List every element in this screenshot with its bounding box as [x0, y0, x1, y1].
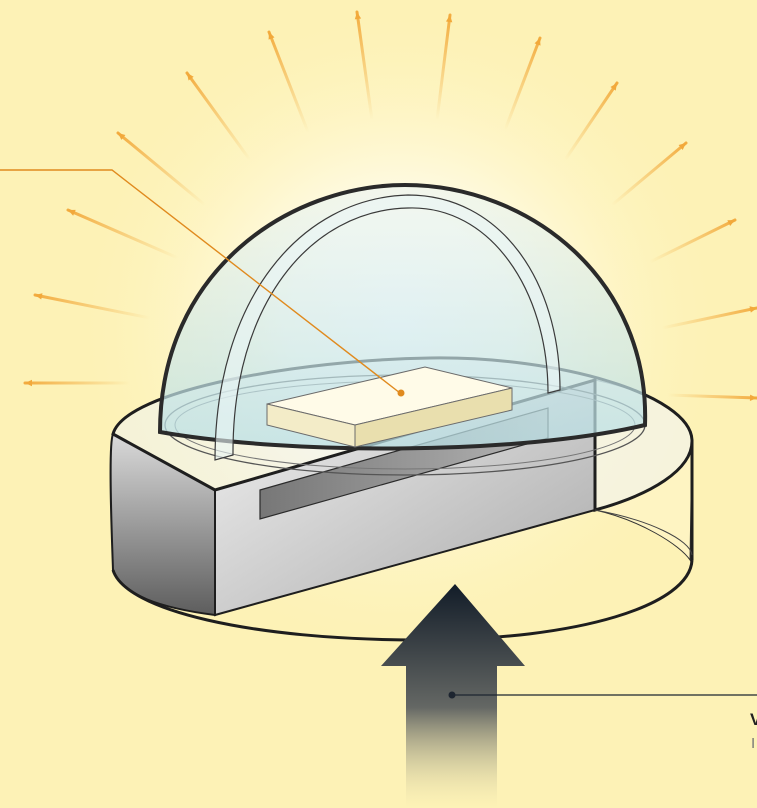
arrow-label: V — [750, 711, 757, 728]
arrow-leader-dot — [449, 692, 456, 699]
chip-leader-dot — [398, 390, 405, 397]
arrow-sublabel: I — [751, 736, 755, 751]
